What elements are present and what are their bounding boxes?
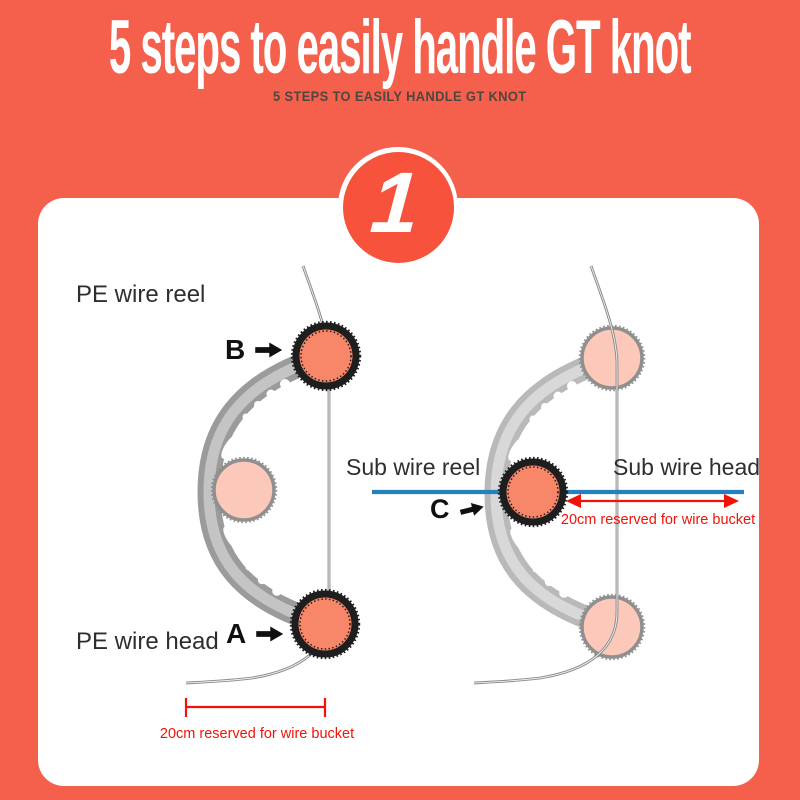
marker-c: C [430,496,484,523]
marker-b-letter: B [225,334,246,365]
arrow-right-icon [458,499,485,519]
pe-wire-head-label: PE wire head [76,628,219,655]
reel-a [291,590,359,658]
marker-c-letter: C [430,494,450,524]
measure-line-left [184,698,327,717]
marker-b: B [225,334,283,365]
arrow-right-icon [256,626,284,642]
arrow-right-icon [255,342,283,358]
sub-wire-reel-label: Sub wire reel [346,454,481,480]
step-badge: 1 [338,147,458,267]
step-number: 1 [367,155,423,251]
bottom-reel-faded-right [577,592,647,662]
sub-wire-head-label: Sub wire head [613,454,761,480]
reel-b [292,322,360,390]
step-badge-circle: 1 [342,151,454,263]
marker-a: A [226,618,284,649]
measure-note-right: 20cm reserved for wire bucket [560,512,756,528]
marker-a-letter: A [226,618,247,649]
measure-arrow-right [566,494,739,508]
subheader: 5 STEPS TO EASILY HANDLE GT KNOT [0,88,800,106]
measure-note-left: 20cm reserved for wire bucket [159,726,355,742]
page-subtitle: 5 STEPS TO EASILY HANDLE GT KNOT [273,88,527,104]
pe-wire-reel-label: PE wire reel [76,281,206,308]
page-title: 5 steps to easily handle GT knot [109,5,692,90]
header: 5 steps to easily handle GT knot [0,0,800,96]
